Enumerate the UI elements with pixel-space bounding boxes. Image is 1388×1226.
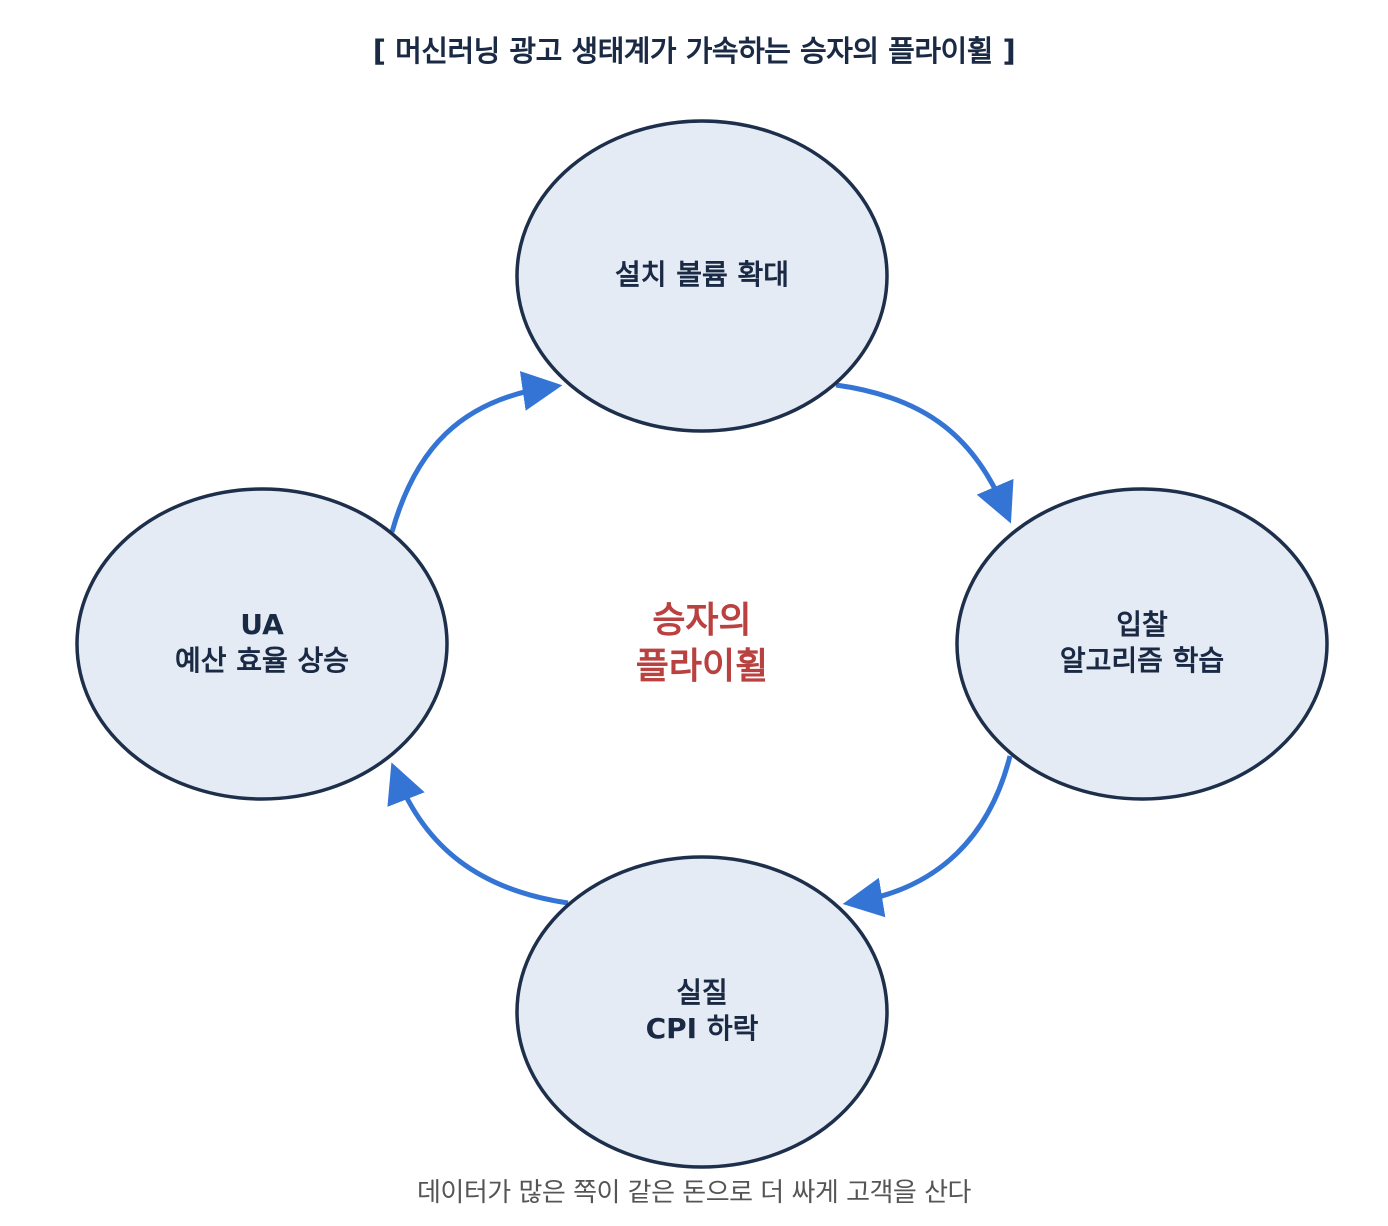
node-ellipse — [75, 487, 449, 801]
node-ua-budget: UA 예산 효율 상승 — [75, 487, 449, 801]
node-label: 알고리즘 학습 — [1060, 644, 1224, 677]
center-label-line1: 승자의 — [652, 600, 751, 641]
node-cpi-drop: 실질 CPI 하락 — [515, 855, 889, 1169]
center-label-line2: 플라이휠 — [636, 646, 768, 687]
node-install-volume: 설치 볼륨 확대 — [515, 119, 889, 433]
node-label: 설치 볼륨 확대 — [615, 258, 789, 291]
arrow-top-to-right — [835, 382, 1014, 524]
node-label: CPI 하락 — [646, 1012, 759, 1045]
node-label: 실질 — [676, 976, 728, 1009]
node-label: UA — [240, 608, 284, 641]
arrow-bottom-to-left — [387, 762, 569, 906]
diagram-title: [ 머신러닝 광고 생태계가 가속하는 승자의 플라이휠 ] — [372, 34, 1016, 68]
node-label: 예산 효율 상승 — [175, 644, 349, 677]
node-label: 입찰 — [1116, 608, 1168, 641]
node-ellipse — [515, 855, 889, 1169]
node-bid-algorithm: 입찰 알고리즘 학습 — [955, 487, 1329, 801]
arrow-left-to-top — [389, 371, 563, 533]
node-ellipse — [955, 487, 1329, 801]
diagram-caption: 데이터가 많은 쪽이 같은 돈으로 더 싸게 고객을 산다 — [417, 1178, 971, 1208]
node-ellipse — [515, 119, 889, 433]
arrow-right-to-bottom — [842, 755, 1013, 918]
